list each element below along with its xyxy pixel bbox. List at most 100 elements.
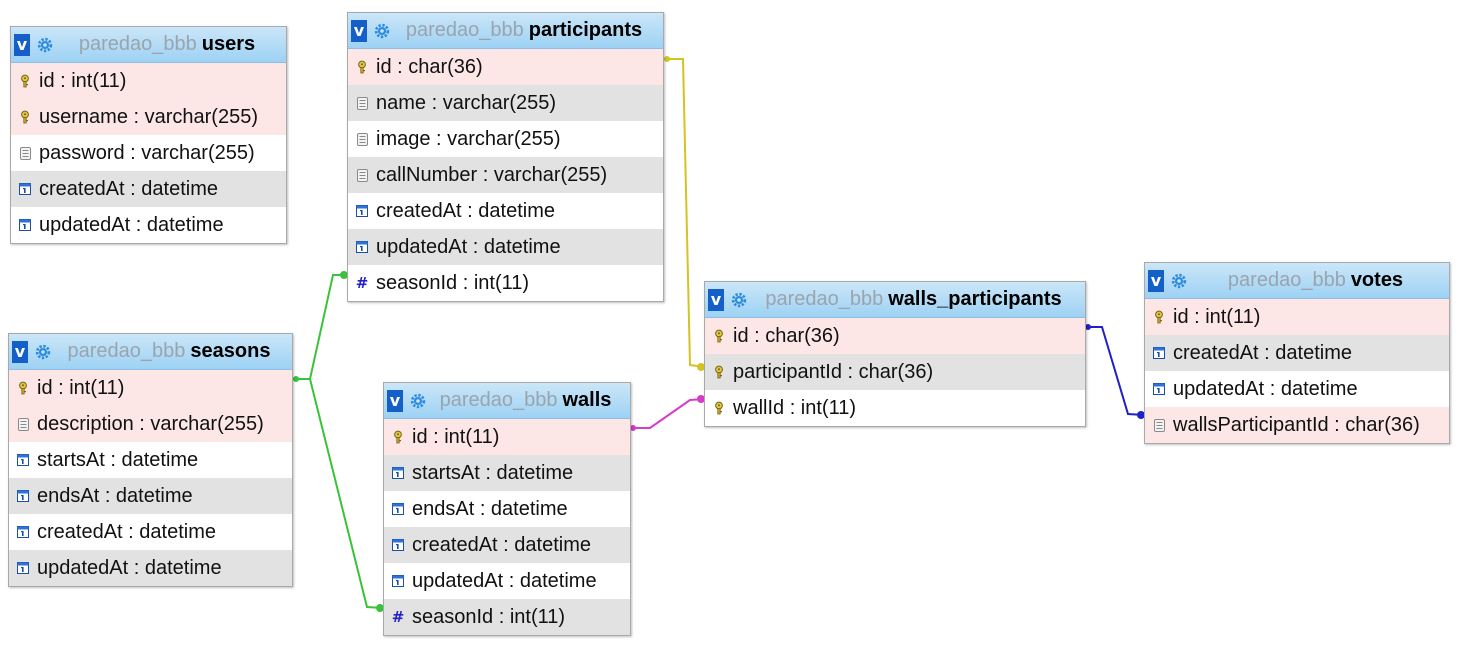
relation-participant-end	[664, 56, 670, 62]
text-field-icon	[356, 132, 368, 146]
key-icon	[356, 60, 368, 74]
column-label: updatedAt : datetime	[39, 213, 224, 236]
column-row[interactable]: updatedAt : datetime	[11, 207, 286, 243]
column-label: participantId : char(36)	[733, 360, 934, 383]
column-row[interactable]: wallId : int(11)	[705, 390, 1085, 426]
column-row[interactable]: id : int(11)	[9, 370, 292, 406]
toggle-icon[interactable]: v	[12, 340, 28, 363]
text-field-icon	[356, 168, 368, 182]
column-row[interactable]: createdAt : datetime	[11, 171, 286, 207]
column-row[interactable]: description : varchar(255)	[9, 406, 292, 442]
datetime-icon	[17, 489, 29, 503]
column-row[interactable]: participantId : char(36)	[705, 354, 1085, 390]
column-row[interactable]: id : int(11)	[1145, 299, 1449, 335]
column-list: id : int(11) username : varchar(255)passw…	[11, 63, 286, 243]
relation-votes-link[interactable]	[1085, 326, 1145, 416]
column-row[interactable]: id : char(36)	[705, 318, 1085, 354]
column-label: updatedAt : datetime	[37, 556, 222, 579]
column-label: endsAt : datetime	[412, 497, 568, 520]
toggle-icon[interactable]: v	[351, 19, 367, 42]
relation-season-end	[376, 604, 384, 612]
column-row[interactable]: id : int(11)	[11, 63, 286, 99]
datetime-icon	[392, 574, 404, 588]
column-row[interactable]: password : varchar(255)	[11, 135, 286, 171]
datetime-icon	[356, 240, 368, 254]
key-icon	[713, 329, 725, 343]
relation-participant-link[interactable]	[663, 58, 705, 368]
column-row[interactable]: wallsParticipantId : char(36)	[1145, 407, 1449, 443]
relation-season-participants-link[interactable]	[292, 274, 347, 380]
toggle-icon[interactable]: v	[708, 288, 724, 311]
column-row[interactable]: createdAt : datetime	[348, 193, 663, 229]
datetime-icon	[17, 561, 29, 575]
gear-icon[interactable]	[730, 291, 748, 309]
column-row[interactable]: createdAt : datetime	[1145, 335, 1449, 371]
column-list: id : char(36) participantId : char(36) wal…	[705, 318, 1085, 426]
column-label: seasonId : int(11)	[376, 271, 530, 294]
column-label: createdAt : datetime	[1173, 341, 1352, 364]
column-row[interactable]: id : int(11)	[384, 419, 630, 455]
column-row[interactable]: startsAt : datetime	[384, 455, 630, 491]
column-row[interactable]: createdAt : datetime	[384, 527, 630, 563]
column-label: startsAt : datetime	[37, 448, 199, 471]
gear-icon[interactable]	[373, 22, 391, 40]
column-label: createdAt : datetime	[39, 177, 218, 200]
column-row[interactable]: #seasonId : int(11)	[348, 265, 663, 301]
column-label: startsAt : datetime	[412, 461, 574, 484]
datetime-icon	[17, 453, 29, 467]
table-name: walls_participants	[888, 288, 1062, 310]
column-row[interactable]: id : char(36)	[348, 49, 663, 85]
column-row[interactable]: #seasonId : int(11)	[384, 599, 630, 635]
relation-wall-link[interactable]	[630, 398, 705, 429]
toggle-icon[interactable]: v	[1148, 269, 1164, 292]
toggle-icon[interactable]: v	[14, 33, 30, 56]
relation-season-walls-link[interactable]	[292, 378, 384, 609]
relation-wall-end	[630, 425, 636, 431]
column-row[interactable]: endsAt : datetime	[384, 491, 630, 527]
gear-icon[interactable]	[34, 343, 52, 361]
column-label: id : int(11)	[37, 376, 125, 399]
column-row[interactable]: endsAt : datetime	[9, 478, 292, 514]
database-name: paredao_bbb	[439, 389, 558, 411]
key-icon	[713, 401, 725, 415]
column-row[interactable]: updatedAt : datetime	[9, 550, 292, 586]
column-label: id : int(11)	[39, 69, 127, 92]
column-row[interactable]: updatedAt : datetime	[1145, 371, 1449, 407]
gear-icon[interactable]	[409, 392, 427, 410]
column-row[interactable]: callNumber : varchar(255)	[348, 157, 663, 193]
toggle-icon[interactable]: v	[387, 389, 403, 412]
column-label: id : char(36)	[733, 324, 840, 347]
relation-votes-end	[1137, 411, 1145, 419]
gear-icon[interactable]	[1170, 272, 1188, 290]
column-label: id : int(11)	[1173, 305, 1261, 328]
column-row[interactable]: username : varchar(255)	[11, 99, 286, 135]
gear-icon[interactable]	[36, 36, 54, 54]
column-row[interactable]: updatedAt : datetime	[384, 563, 630, 599]
datetime-icon	[1153, 382, 1165, 396]
column-row[interactable]: updatedAt : datetime	[348, 229, 663, 265]
database-name: paredao_bbb	[1227, 269, 1346, 291]
column-row[interactable]: startsAt : datetime	[9, 442, 292, 478]
relation-wall-end	[697, 395, 705, 403]
column-row[interactable]: name : varchar(255)	[348, 85, 663, 121]
key-icon	[19, 110, 31, 124]
column-label: id : char(36)	[376, 55, 483, 78]
key-icon	[392, 430, 404, 444]
column-label: image : varchar(255)	[376, 127, 561, 150]
column-row[interactable]: createdAt : datetime	[9, 514, 292, 550]
column-label: id : int(11)	[412, 425, 500, 448]
column-row[interactable]: image : varchar(255)	[348, 121, 663, 157]
relation-season-end	[340, 271, 348, 279]
